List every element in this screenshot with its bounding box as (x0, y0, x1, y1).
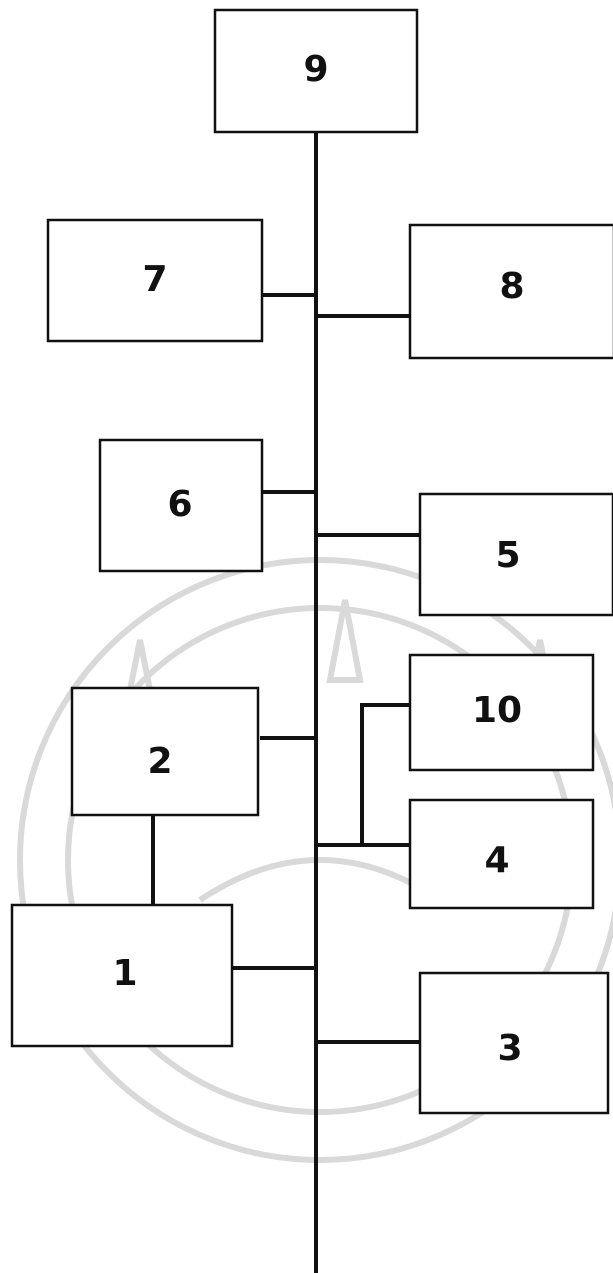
node-7-label: 7 (142, 259, 167, 300)
node-6: 6 (100, 440, 262, 571)
node-5: 5 (420, 494, 613, 615)
node-8-label: 8 (499, 266, 524, 307)
node-2: 2 (72, 688, 258, 815)
watermark-arch (200, 860, 440, 900)
node-4: 4 (410, 800, 593, 908)
node-2-label: 2 (147, 741, 172, 782)
node-9-label: 9 (303, 49, 328, 90)
node-10: 10 (410, 655, 593, 770)
node-8: 8 (410, 225, 613, 358)
node-1: 1 (12, 905, 232, 1046)
node-10-label: 10 (472, 690, 522, 731)
node-6-label: 6 (167, 484, 192, 525)
node-3: 3 (420, 973, 608, 1113)
node-9: 9 (215, 10, 417, 132)
node-1-label: 1 (112, 953, 137, 994)
node-4-label: 4 (484, 840, 509, 881)
node-7: 7 (48, 220, 262, 341)
node-3-label: 3 (497, 1028, 522, 1069)
connector-10 (362, 705, 412, 845)
node-5-label: 5 (495, 535, 520, 576)
